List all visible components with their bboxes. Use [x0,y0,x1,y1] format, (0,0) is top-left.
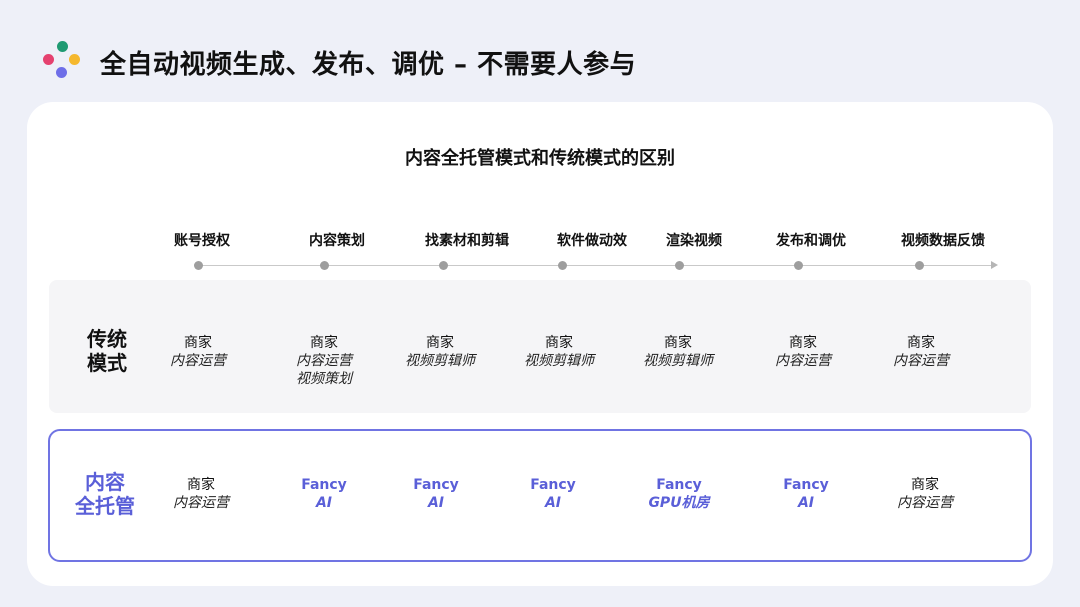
timeline-dot [319,261,329,270]
timeline-dot [793,261,803,270]
timeline-line [197,265,993,266]
traditional-mode-label: 传统 模式 [87,327,127,375]
timeline-dot [193,261,203,270]
managed-mode-row [48,429,1032,562]
page-title: 全自动视频生成、发布、调优 – 不需要人参与 [100,50,637,80]
timeline-dot [438,261,448,270]
logo-dot-green [57,41,68,52]
step-label: 账号授权 [174,233,230,249]
managed-cell: Fancy AI [413,477,459,511]
managed-mode-label: 内容 全托管 [75,470,135,518]
step-label: 内容策划 [309,233,365,249]
managed-cell: Fancy AI [783,477,829,511]
logo-dot-yellow [69,54,80,65]
timeline-dot [914,261,924,270]
step-label: 软件做动效 [557,233,627,249]
managed-cell: Fancy AI [530,477,576,511]
traditional-cell: 商家 视频剪辑师 [405,335,475,369]
brand-logo-icon [43,41,81,79]
managed-cell: 商家 内容运营 [173,477,229,511]
timeline-dot [674,261,684,270]
traditional-cell: 商家 内容运营 [893,335,949,369]
logo-dot-pink [43,54,54,65]
timeline-dot [557,261,567,270]
step-label: 视频数据反馈 [901,233,985,249]
traditional-cell: 商家 视频剪辑师 [643,335,713,369]
card-title: 内容全托管模式和传统模式的区别 [405,148,675,169]
managed-cell: 商家 内容运营 [897,477,953,511]
managed-cell: Fancy GPU机房 [648,477,710,511]
comparison-card: 内容全托管模式和传统模式的区别 账号授权 内容策划 找素材和剪辑 软件做动效 渲… [27,102,1053,586]
logo-dot-purple [56,67,67,78]
step-label: 发布和调优 [776,233,846,249]
timeline-arrow-icon [991,261,998,269]
traditional-cell: 商家 视频剪辑师 [524,335,594,369]
traditional-mode-row [49,280,1031,413]
traditional-cell: 商家 内容运营 视频策划 [296,335,352,387]
traditional-cell: 商家 内容运营 [775,335,831,369]
step-label: 渲染视频 [666,233,722,249]
step-label: 找素材和剪辑 [425,233,509,249]
managed-cell: Fancy AI [301,477,347,511]
traditional-cell: 商家 内容运营 [170,335,226,369]
